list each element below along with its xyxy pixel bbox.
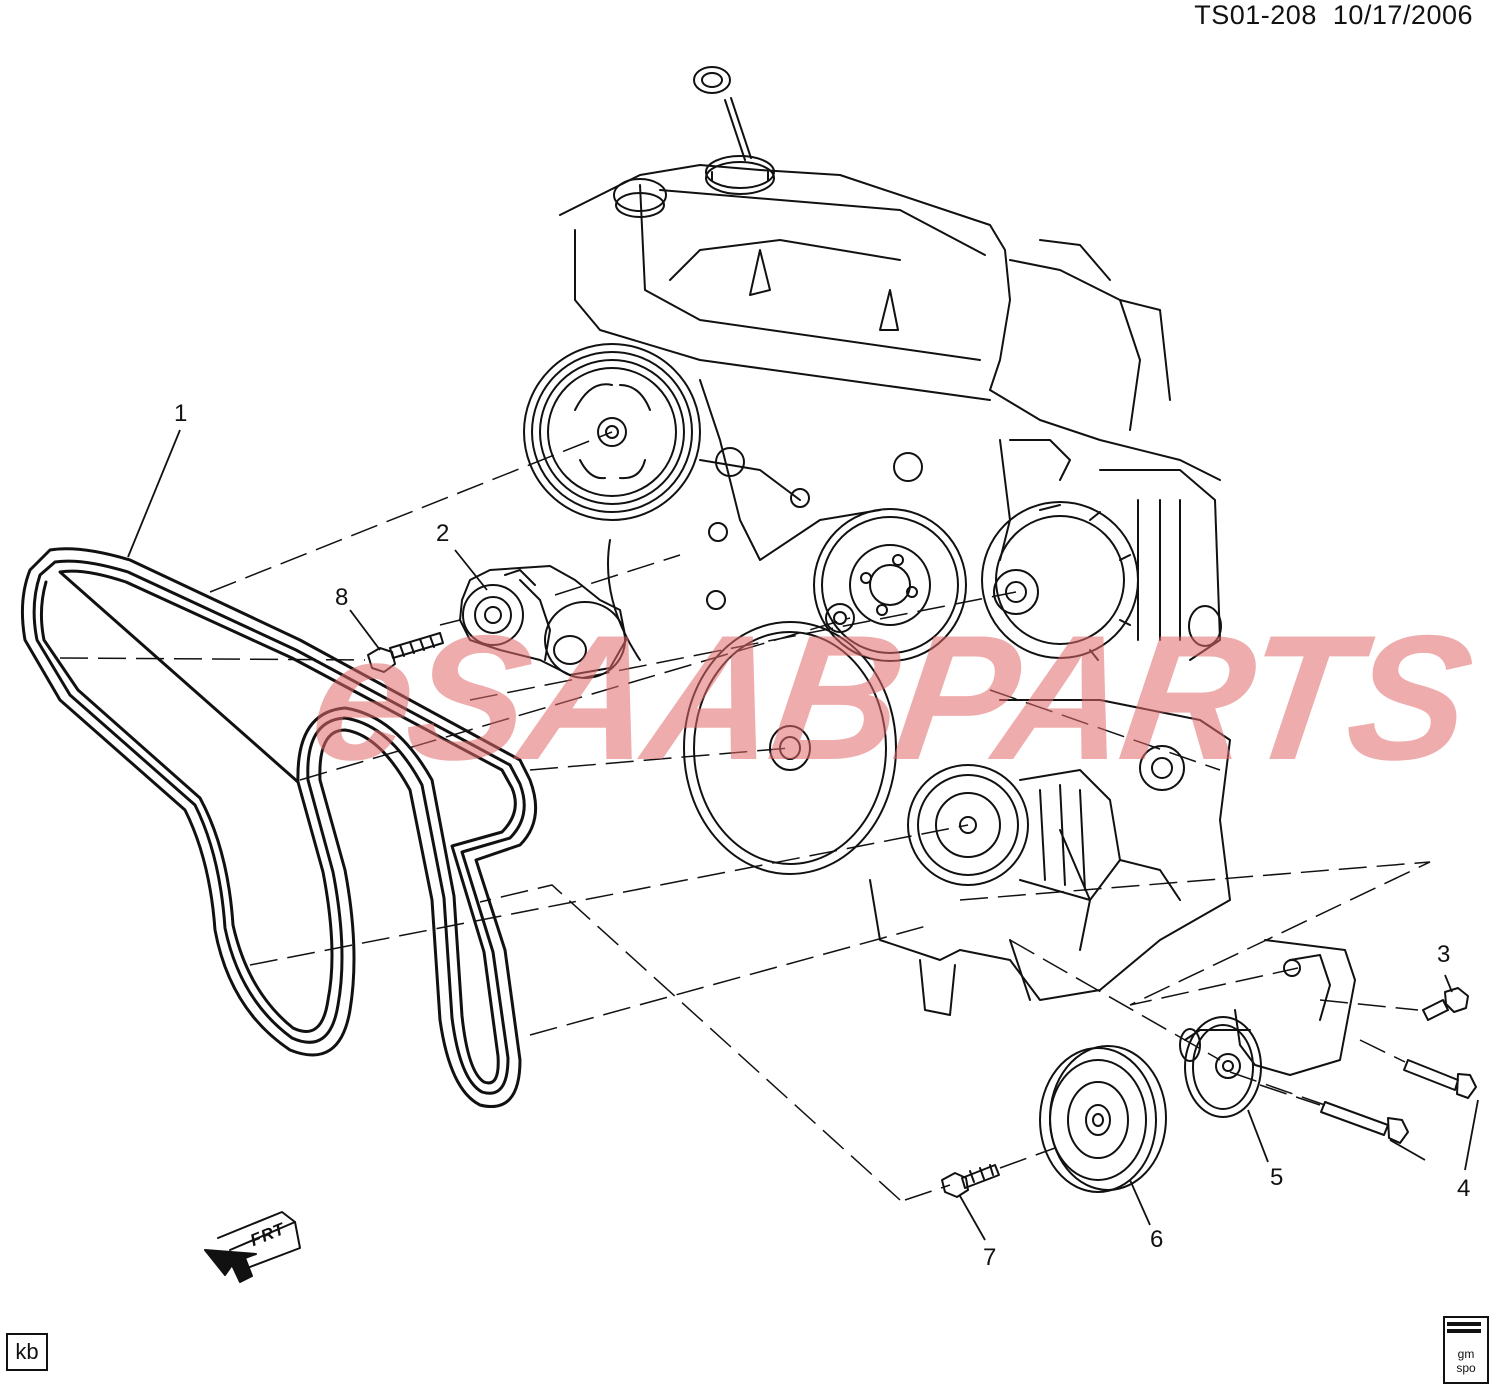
callout-4: 4 [1457, 1175, 1471, 1202]
logo-top-text: gm [1457, 1347, 1475, 1361]
front-direction-arrow [204, 1211, 301, 1283]
callout-5: 5 [1270, 1164, 1284, 1191]
ac-compressor [907, 764, 1121, 901]
bolt-8 [367, 632, 444, 673]
idler-pulley [1039, 1045, 1167, 1193]
generator [981, 439, 1222, 661]
watermark: eSAABPARTS [301, 598, 1480, 797]
drawing-header: TS01-208 10/17/2006 [1194, 0, 1473, 31]
callout-7: 7 [983, 1244, 997, 1271]
power-steering-pulley [523, 343, 701, 521]
illustrator-initials-box: kb [6, 1333, 48, 1371]
callout-1: 1 [174, 400, 188, 427]
bolt-3 [1422, 987, 1469, 1021]
callout-leaders [127, 429, 1479, 1241]
water-pump-pulley [813, 508, 967, 662]
leader-lines [59, 431, 1431, 1201]
crankshaft-balancer [607, 539, 897, 875]
bolts-4 [1320, 1059, 1477, 1144]
callout-6: 6 [1150, 1226, 1164, 1253]
engine-assembly [559, 66, 1231, 1016]
bolt-7 [941, 1164, 1000, 1198]
drive-belt [20, 547, 538, 1108]
drawing-date: 10/17/2006 [1332, 0, 1473, 30]
logo-bottom-text: spo [1456, 1361, 1476, 1375]
drawing-id: TS01-208 [1194, 0, 1317, 30]
callout-8: 8 [335, 584, 349, 611]
gm-spo-logo: gm spo [1443, 1316, 1489, 1384]
callout-2: 2 [436, 520, 450, 547]
idler-bracket [1179, 939, 1356, 1118]
belt-tensioner [459, 565, 627, 679]
callout-3: 3 [1437, 941, 1451, 968]
